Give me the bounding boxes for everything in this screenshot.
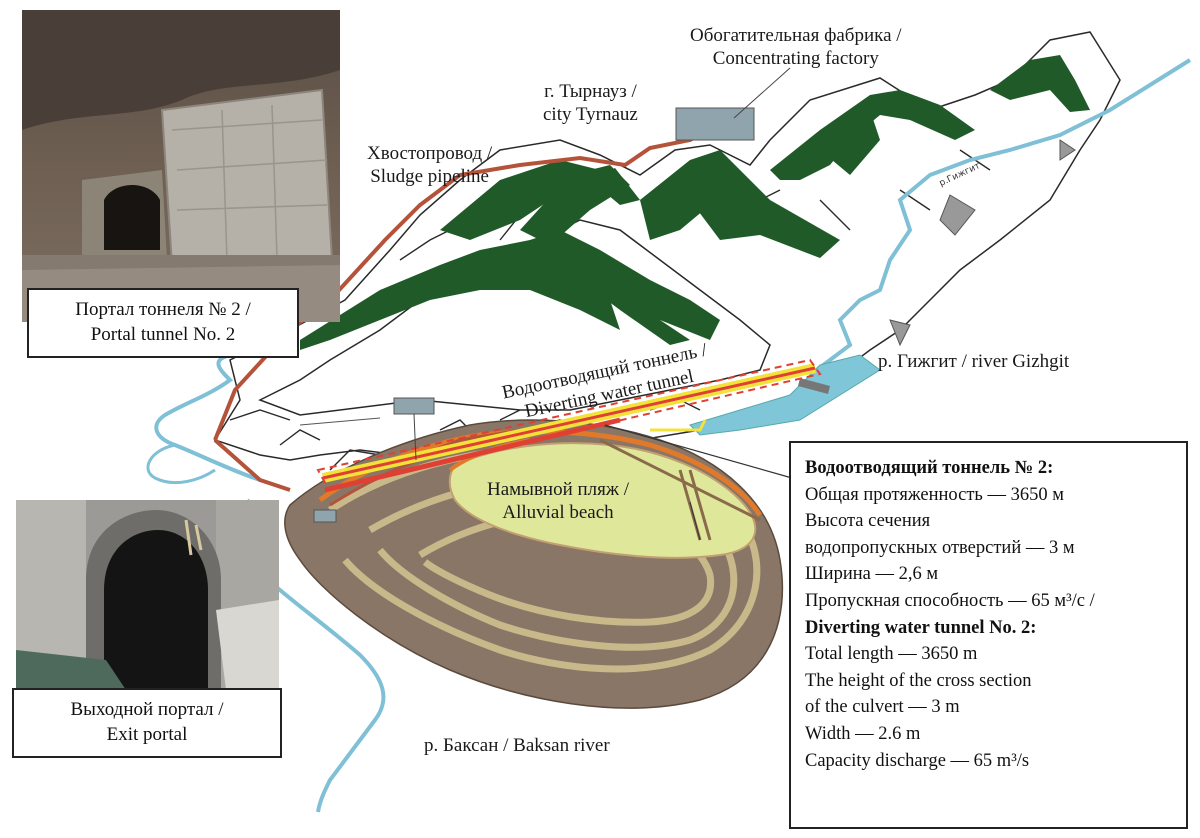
info-en-line: Width — 2.6 m — [805, 723, 921, 744]
beach-label-en: Alluvial beach — [502, 502, 614, 523]
pipeline-label-en: Sludge pipeline — [370, 166, 489, 187]
portal-tunnel-caption: Портал тоннеля № 2 / Portal tunnel No. 2 — [27, 288, 299, 358]
beach-label-ru: Намывной пляж / — [487, 479, 630, 500]
river-baksan-label-text: р. Баксан / Baksan river — [424, 735, 610, 756]
factory-label-en: Concentrating factory — [712, 48, 879, 69]
pipeline-label-ru: Хвостопровод / — [367, 143, 493, 164]
info-en-title: Diverting water tunnel No. 2: — [805, 617, 1037, 638]
info-ru-line: Общая протяженность — 3650 м — [805, 484, 1064, 505]
info-ru-line: Пропускная способность — 65 м³/с / — [805, 590, 1095, 611]
pipeline-label: Хвостопровод / Sludge pipeline — [367, 142, 492, 188]
river-gizhgit-line — [808, 58, 1192, 377]
tunnel-info-box: Водоотводящий тоннель № 2: Общая протяже… — [789, 441, 1188, 829]
river-gizhgit-label: р. Гижгит / river Gizhgit — [878, 350, 1069, 373]
city-label: г. Тырнауз / city Tyrnauz — [543, 80, 638, 126]
photo-rock-face — [22, 10, 340, 322]
exit-portal-caption: Выходной портал / Exit portal — [12, 688, 282, 758]
exit-portal-caption-ru: Выходной портал / — [70, 699, 224, 720]
beach-label: Намывной пляж / Alluvial beach — [487, 478, 629, 524]
info-en-line: of the culvert — 3 m — [805, 697, 960, 718]
factory-label-ru: Обогатительная фабрика / — [690, 25, 902, 46]
city-label-en: city Tyrnauz — [543, 104, 638, 125]
info-ru-line: Ширина — 2,6 м — [805, 564, 939, 585]
info-ru-line: Высота сечения — [805, 511, 931, 532]
photo-culvert — [16, 500, 279, 690]
info-en-line: Capacity discharge — 65 m³/s — [805, 750, 1030, 771]
info-en-line: The height of the cross section — [805, 670, 1032, 691]
river-gizhgit-label-text: р. Гижгит / river Gizhgit — [878, 351, 1070, 372]
portal-tunnel-caption-en: Portal tunnel No. 2 — [90, 324, 236, 345]
factory-label: Обогатительная фабрика / Concentrating f… — [690, 24, 902, 70]
alluvial-beach — [448, 442, 757, 559]
info-en-line: Total length — 3650 m — [805, 644, 978, 665]
factory-building — [675, 107, 755, 141]
forest-patches — [300, 55, 1090, 350]
portal-tunnel-caption-ru: Портал тоннеля № 2 / — [75, 299, 251, 320]
exit-portal-photo — [16, 500, 279, 690]
city-label-ru: г. Тырнауз / — [544, 81, 637, 102]
diverting-tunnel-line — [316, 358, 822, 493]
info-ru-title: Водоотводящий тоннель № 2: — [805, 458, 1054, 478]
portal-tunnel-photo — [22, 10, 340, 322]
exit-portal-caption-en: Exit portal — [106, 724, 188, 745]
river-baksan-label: р. Баксан / Baksan river — [424, 734, 610, 757]
info-ru-line: водопропускных отверстий — 3 м — [805, 537, 1075, 558]
